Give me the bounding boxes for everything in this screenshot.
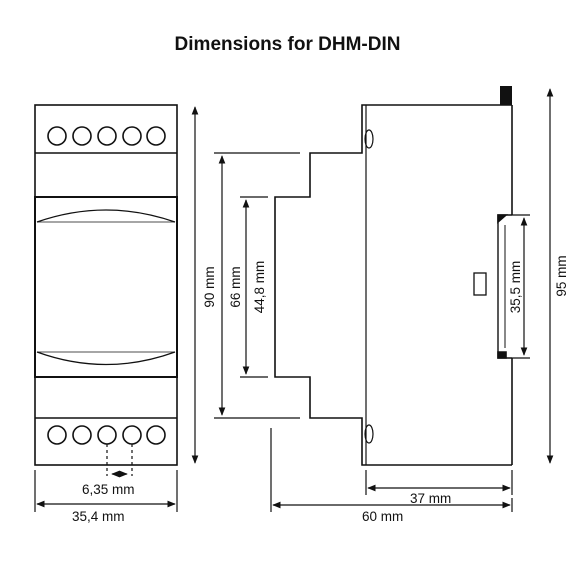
terminal-screw-icon [146, 126, 166, 146]
top-tab [500, 86, 512, 105]
terminal-screw-icon [47, 425, 67, 445]
pitch-dimension [106, 444, 133, 478]
height-66-label: 66 mm [228, 266, 243, 307]
front-view [34, 104, 178, 466]
terminal-screw-icon [122, 126, 142, 146]
front-cover [34, 196, 178, 378]
depth-60-label: 60 mm [362, 509, 403, 524]
rail-dimension [512, 214, 530, 359]
latch-slot [473, 272, 487, 296]
side-body-outline [274, 104, 512, 466]
height-90-label: 90 mm [202, 266, 217, 307]
terminal-screw-icon [97, 425, 117, 445]
depth-37-label: 37 mm [410, 491, 451, 506]
pitch-label: 6,35 mm [82, 482, 135, 497]
terminal-screw-icon [72, 425, 92, 445]
side-view [274, 104, 513, 466]
terminal-screw-icon [122, 425, 142, 445]
height-44-dimension [240, 196, 268, 378]
depth-37-dimension [365, 470, 513, 495]
height-95-label: 95 mm [554, 255, 569, 296]
front-body-outline [34, 104, 178, 466]
bottom-terminals [47, 425, 166, 445]
depth-60-dimension [270, 428, 513, 512]
terminal-screw-icon [146, 425, 166, 445]
terminal-screw-icon [47, 126, 67, 146]
terminal-screw-icon [72, 126, 92, 146]
top-terminals [47, 126, 166, 146]
terminal-screw-icon [97, 126, 117, 146]
width-label: 35,4 mm [72, 509, 125, 524]
height-44-label: 44,8 mm [252, 261, 267, 314]
height-66-dimension [214, 152, 300, 419]
diagram-title: Dimensions for DHM-DIN [174, 34, 401, 55]
width-dimension [34, 470, 178, 512]
rail-label: 35,5 mm [508, 261, 523, 314]
